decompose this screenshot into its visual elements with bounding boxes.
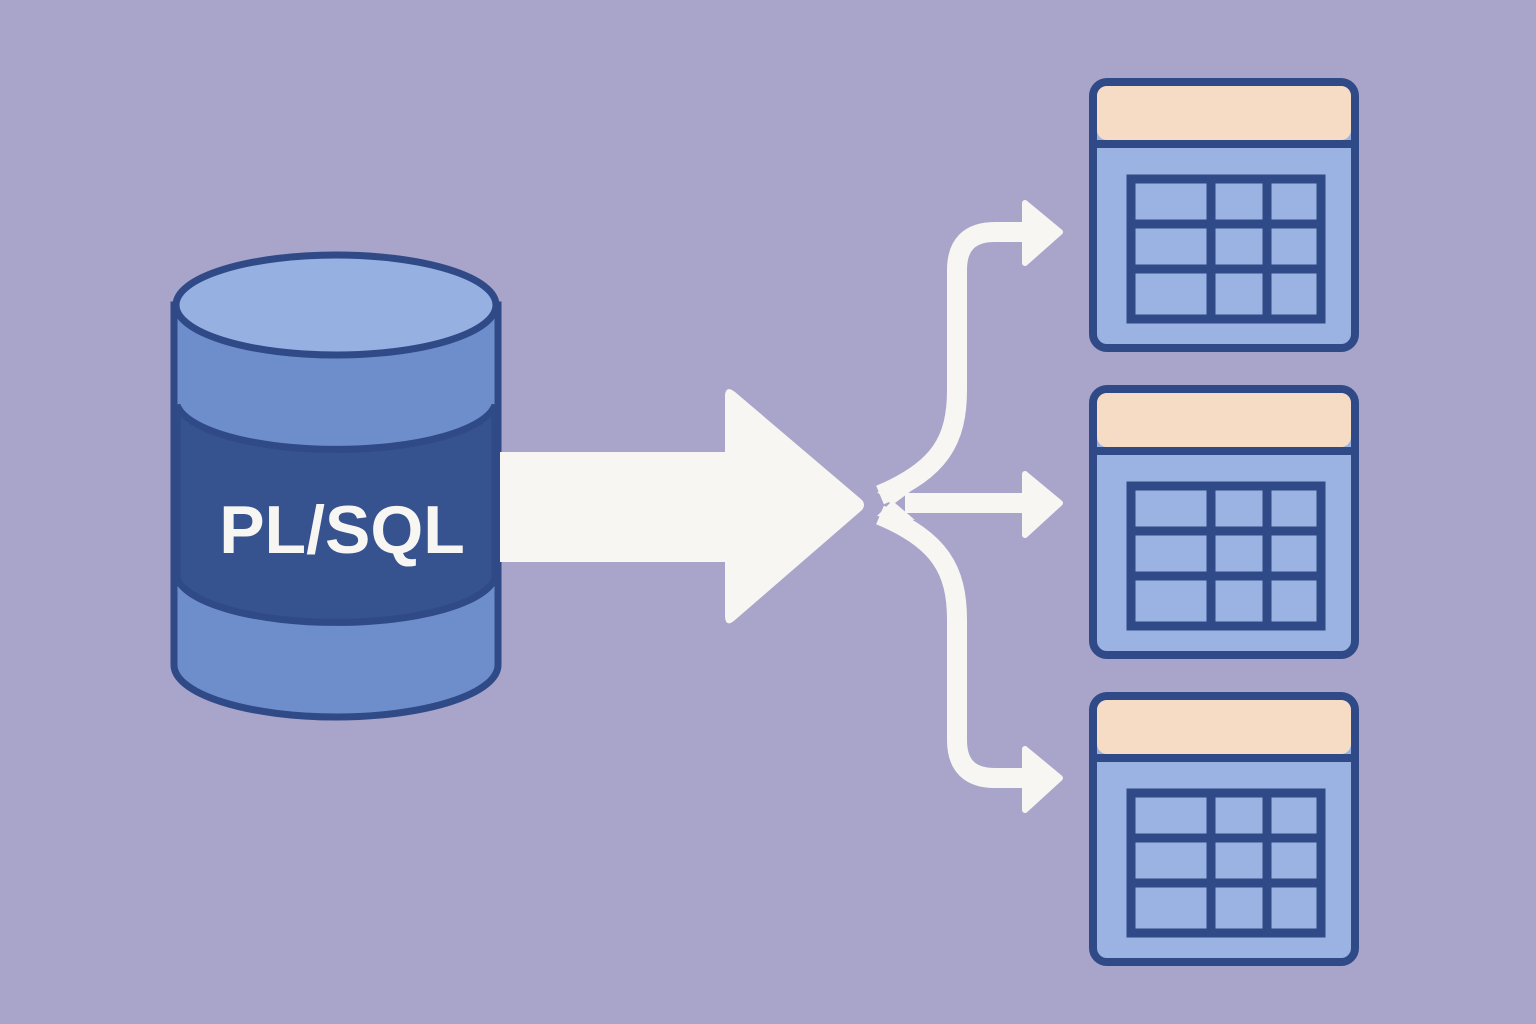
table-icon (1089, 385, 1359, 659)
table-grid (1126, 174, 1326, 324)
table-icon (1089, 78, 1359, 352)
arrow-head-bottom (1022, 746, 1063, 813)
database-cylinder-icon: PL/SQL (170, 251, 502, 721)
cylinder-band (173, 403, 499, 626)
branch-connector (876, 222, 1030, 788)
cylinder-top (172, 251, 500, 359)
branch-arrow-bottom-icon (876, 505, 1030, 788)
arrow-right-icon (500, 389, 864, 624)
branch-arrow-top-icon (876, 222, 1030, 505)
source-label: PL/SQL (219, 492, 465, 568)
junction-shape (877, 488, 915, 520)
arrow-heads (1022, 200, 1063, 813)
table-header (1097, 700, 1351, 754)
table-grid (1126, 788, 1326, 938)
arrow-head-top (1022, 200, 1063, 266)
table-header (1097, 86, 1351, 140)
table-header (1097, 393, 1351, 447)
table-icon (1089, 692, 1359, 966)
table-grid (1126, 481, 1326, 631)
arrow-head-middle (1022, 471, 1063, 538)
